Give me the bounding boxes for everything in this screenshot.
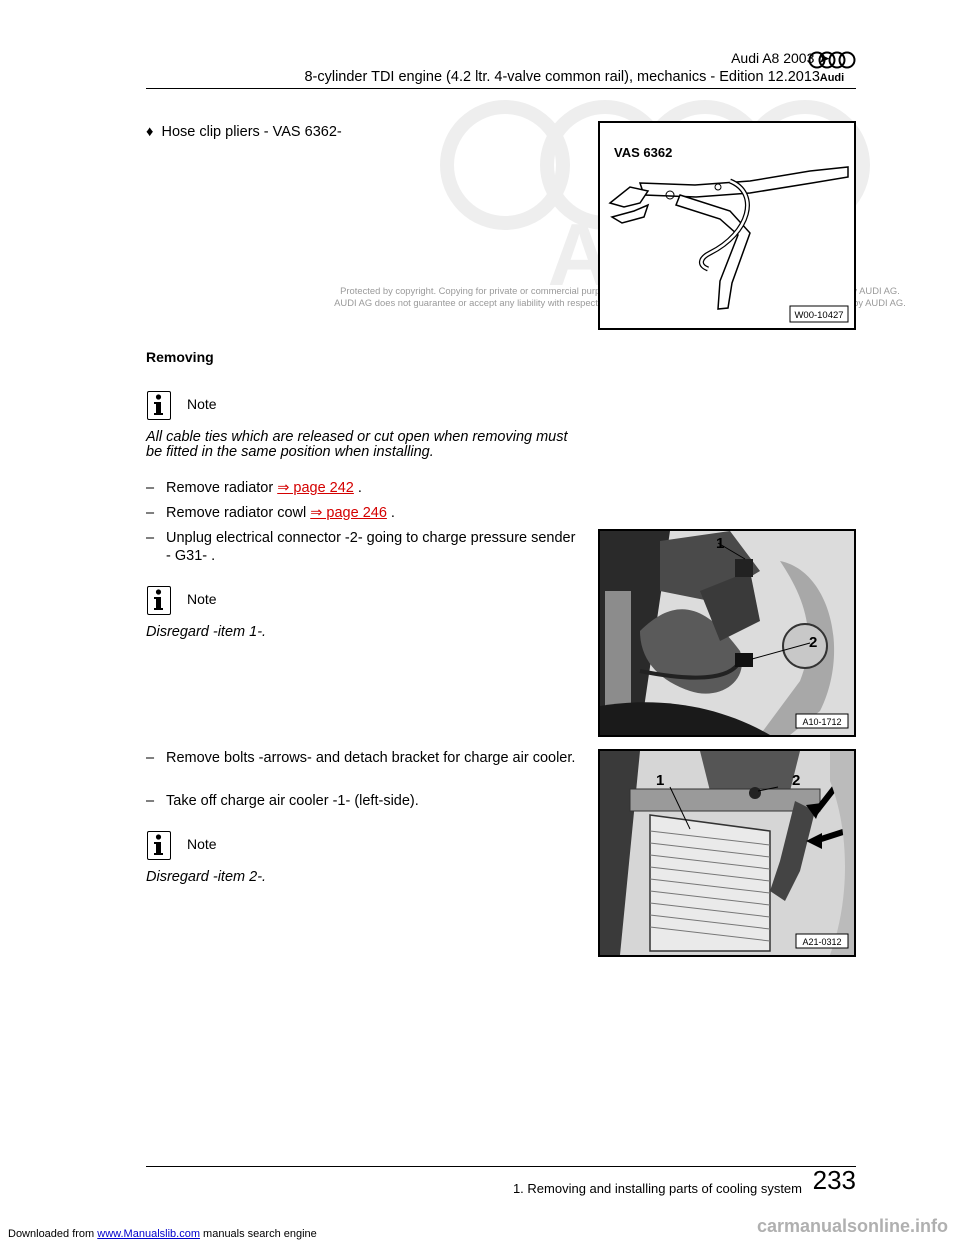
header-subtitle: 8-cylinder TDI engine (4.2 ltr. 4-valve …: [304, 69, 820, 85]
section-heading: Removing: [146, 349, 214, 365]
svg-text:Audi: Audi: [820, 72, 844, 84]
carmanualsonline-watermark: carmanualsonline.info: [756, 1216, 948, 1236]
step-take-off-cooler: – Take off charge air cooler -1- (left-s…: [146, 792, 576, 810]
note-text: Disregard -item 2-.: [146, 869, 267, 885]
figure-code: A21-0312: [802, 937, 841, 947]
step-text: Remove radiator: [166, 480, 278, 496]
figure-label: VAS 6362: [614, 145, 672, 160]
callout-2: 2: [792, 772, 800, 789]
step-dash: –: [146, 750, 155, 766]
page-number: 233: [812, 1165, 856, 1195]
note-label: Note: [187, 836, 217, 852]
step-remove-bolts: – Remove bolts -arrows- and detach brack…: [146, 749, 576, 767]
bullet-glyph: ♦: [146, 124, 154, 140]
manualslib-link[interactable]: www.Manualslib.com: [97, 1228, 200, 1240]
tool-item: ♦ Hose clip pliers - VAS 6362-: [146, 123, 342, 141]
audi-logo: Audi: [808, 50, 856, 84]
note-text: All cable ties which are released or cut…: [146, 429, 568, 460]
step-dash: –: [146, 505, 155, 521]
callout-1: 1: [716, 535, 724, 552]
step-text: Remove radiator cowl: [166, 505, 311, 521]
step-end: .: [353, 480, 362, 496]
page-link-246[interactable]: ⇒ page 246: [310, 505, 387, 521]
header-model: Audi A8 2003 ➤: [731, 50, 830, 66]
step-text: Take off charge air cooler -1- (left-sid…: [166, 793, 419, 809]
footer-rule: [146, 1166, 856, 1167]
step-text: Remove bolts -arrows- and detach bracket…: [166, 750, 576, 766]
note-label: Note: [187, 591, 217, 607]
step-dash: –: [146, 480, 155, 496]
note-label: Note: [187, 396, 217, 412]
tool-text: Hose clip pliers - VAS 6362-: [161, 124, 342, 140]
note-text: Disregard -item 1-.: [146, 624, 267, 640]
step-text: Unplug electrical connector -2- going to…: [166, 530, 576, 564]
download-notice: Downloaded from www.Manualslib.com manua…: [8, 1228, 317, 1240]
step-remove-radiator: – Remove radiator ⇒ page 242 .: [146, 479, 576, 497]
info-icon: [147, 831, 171, 860]
callout-1: 1: [656, 772, 664, 789]
figure-hose-clip-pliers: VAS 6362 W00-10427: [598, 121, 856, 330]
figure-charge-air-cooler: 1 2 A21-0312: [598, 749, 856, 957]
step-end: .: [386, 505, 395, 521]
page-link-242[interactable]: ⇒ page 242: [277, 480, 354, 496]
info-icon: [147, 586, 171, 615]
step-dash: –: [146, 793, 155, 809]
download-suffix: manuals search engine: [199, 1228, 317, 1240]
info-icon: [147, 391, 171, 420]
figure-code: A10-1712: [802, 717, 841, 727]
step-unplug-connector: – Unplug electrical connector -2- going …: [146, 529, 576, 565]
figure-code: W00-10427: [794, 310, 843, 321]
step-remove-cowl: – Remove radiator cowl ⇒ page 246 .: [146, 504, 576, 522]
footer-section: 1. Removing and installing parts of cool…: [512, 1181, 802, 1196]
header-rule: [146, 88, 856, 89]
step-dash: –: [146, 530, 155, 546]
figure-connector: 1 2 A10-1712: [598, 529, 856, 737]
download-prefix: Downloaded from: [8, 1228, 98, 1240]
callout-2: 2: [809, 634, 817, 651]
